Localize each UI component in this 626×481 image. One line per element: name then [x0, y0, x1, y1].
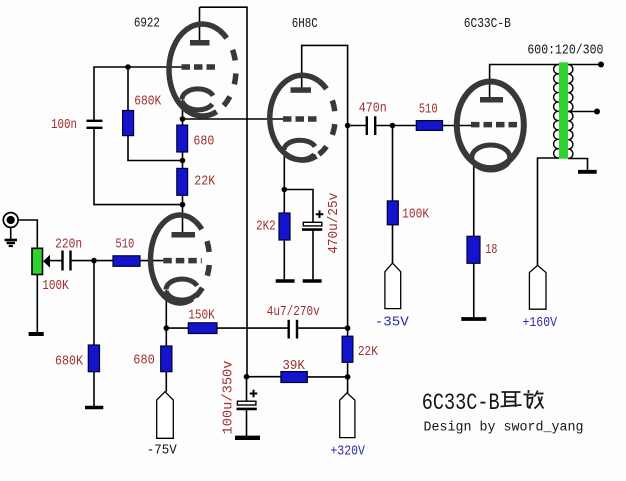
svg-text:39K: 39K	[282, 359, 305, 374]
svg-text:6C33C-B: 6C33C-B	[422, 390, 500, 416]
svg-text:Design by sword_yang: Design by sword_yang	[424, 421, 584, 436]
svg-text:100u/350v: 100u/350v	[222, 361, 237, 435]
svg-text:680K: 680K	[55, 355, 84, 370]
svg-text:+320V: +320V	[330, 445, 365, 460]
svg-text:100K: 100K	[402, 208, 430, 223]
svg-text:-75V: -75V	[147, 444, 178, 459]
svg-text:22K: 22K	[194, 175, 216, 190]
svg-text:6922: 6922	[134, 17, 160, 32]
svg-text:4u7/270v: 4u7/270v	[267, 305, 320, 320]
svg-text:470n: 470n	[359, 102, 387, 117]
svg-text:600:120/300: 600:120/300	[527, 44, 603, 59]
svg-text:510: 510	[419, 103, 438, 118]
svg-text:2K2: 2K2	[256, 220, 276, 235]
svg-text:150K: 150K	[188, 309, 215, 324]
svg-text:-35V: -35V	[375, 316, 410, 331]
svg-text:18: 18	[485, 243, 497, 258]
svg-text:680: 680	[133, 354, 155, 369]
svg-text:22K: 22K	[358, 345, 379, 360]
svg-text:100n: 100n	[51, 118, 77, 133]
svg-text:100K: 100K	[42, 279, 69, 294]
svg-text:220n: 220n	[55, 237, 82, 252]
svg-text:6H8C: 6H8C	[292, 17, 318, 32]
svg-text:+160V: +160V	[523, 316, 558, 331]
svg-text:510: 510	[115, 237, 134, 252]
svg-text:680: 680	[193, 135, 214, 150]
svg-text:680K: 680K	[134, 95, 162, 110]
svg-text:6C33C-B: 6C33C-B	[464, 17, 511, 32]
svg-text:470u/25v: 470u/25v	[327, 193, 342, 254]
